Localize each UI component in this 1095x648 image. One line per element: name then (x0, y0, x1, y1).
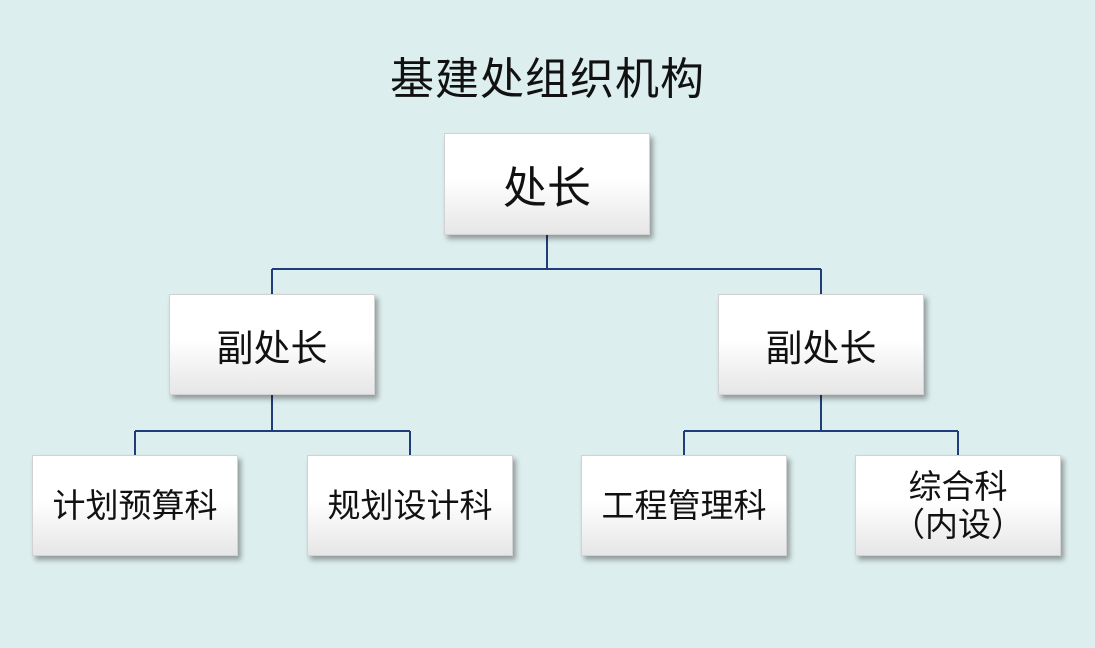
planning-design-label: 规划设计科 (327, 485, 493, 525)
deputy-left-label: 副处长 (216, 326, 328, 370)
general-label-line2: （内设） (892, 504, 1024, 544)
chart-title: 基建处组织机构 (390, 54, 705, 105)
engineering-mgmt-box: 工程管理科 (581, 455, 787, 556)
engineering-mgmt-label: 工程管理科 (601, 485, 767, 525)
general-box: 综合科 （内设） (855, 455, 1061, 556)
director-box: 处长 (444, 133, 650, 235)
deputy-right-label: 副处长 (765, 326, 877, 370)
planning-budget-label: 计划预算科 (52, 485, 218, 525)
planning-design-box: 规划设计科 (307, 455, 513, 556)
director-label: 处长 (503, 163, 591, 214)
deputy-left-box: 副处长 (169, 294, 375, 395)
general-label-line1: 综合科 (908, 466, 1008, 506)
planning-budget-box: 计划预算科 (32, 455, 238, 556)
deputy-right-box: 副处长 (718, 294, 924, 395)
